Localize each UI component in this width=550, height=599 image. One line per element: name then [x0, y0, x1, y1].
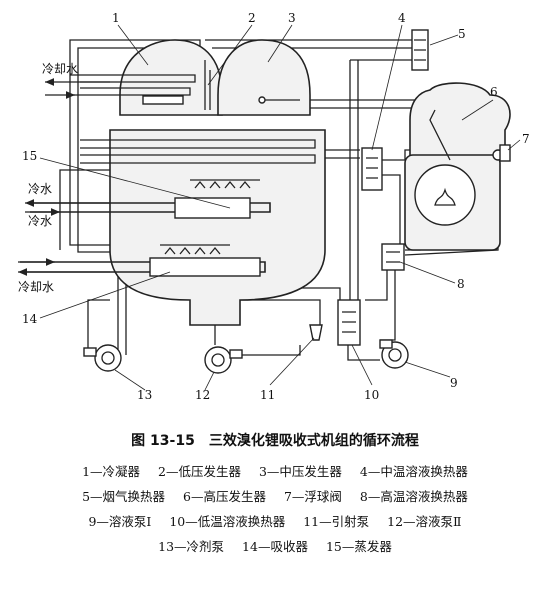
- legend-item: 10—低温溶液换热器: [169, 514, 286, 529]
- legend-item: 1—冷凝器: [82, 464, 141, 479]
- legend-item: 11—引射泵: [303, 514, 370, 529]
- legend-line: 5—烟气换热器 6—高压发生器 7—浮球阀 8—高温溶液换热器: [0, 484, 550, 509]
- label-cooling-water-top: 冷却水: [42, 62, 78, 76]
- legend-item: 13—冷剂泵: [158, 539, 225, 554]
- flue-gas-heat-exchanger: [411, 29, 429, 71]
- solution-pump-2: [204, 346, 243, 374]
- callout-11: 11: [260, 388, 275, 402]
- callout-7: 7: [522, 132, 530, 146]
- callout-3: 3: [288, 11, 296, 25]
- callout-8: 8: [457, 277, 465, 291]
- solution-pump-1: [379, 339, 409, 369]
- legend-item: 3—中压发生器: [258, 464, 342, 479]
- callout-6: 6: [490, 85, 498, 99]
- legend-item: 4—中温溶液换热器: [359, 464, 468, 479]
- main-shell: [20, 129, 326, 326]
- medium-temp-heat-exchanger: [361, 147, 383, 191]
- refrigerant-pump: [83, 344, 122, 372]
- figure-caption: 图 13-15 三效溴化锂吸收式机组的循环流程 1—冷凝器 2—低压发生器 3—…: [0, 430, 550, 559]
- legend-item: 5—烟气换热器: [82, 489, 166, 504]
- absorption-cycle-diagram: 1 2 3 4 5 6 7 8 9 10 11 12 13 14 15 冷却水 …: [18, 11, 530, 402]
- leader-lines: [39, 24, 521, 391]
- callout-5: 5: [458, 27, 466, 41]
- figure-title: 图 13-15 三效溴化锂吸收式机组的循环流程: [131, 433, 419, 449]
- legend-line: 13—冷剂泵 14—吸收器 15—蒸发器: [0, 534, 550, 559]
- callout-4: 4: [398, 11, 406, 25]
- legend-line: 9—溶液泵Ⅰ 10—低温溶液换热器 11—引射泵 12—溶液泵Ⅱ: [0, 509, 550, 534]
- legend-item: 9—溶液泵Ⅰ: [88, 514, 152, 529]
- legend-item: 2—低压发生器: [158, 464, 241, 479]
- ejector-pump: [309, 324, 323, 341]
- legend-item: 15—蒸发器: [325, 539, 392, 554]
- callout-14: 14: [22, 312, 38, 326]
- medium-pressure-generator: [217, 39, 311, 116]
- high-temp-heat-exchanger: [381, 243, 405, 271]
- legend-item: 12—溶液泵Ⅱ: [387, 514, 462, 529]
- label-cooling-water-bottom: 冷却水: [18, 280, 54, 294]
- legend-item: 7—浮球阀: [283, 489, 342, 504]
- callout-2: 2: [248, 11, 256, 25]
- callout-12: 12: [195, 388, 210, 402]
- low-pressure-generator: [204, 60, 211, 110]
- legend-item: 6—高压发生器: [183, 489, 266, 504]
- legend-item: 14—吸收器: [242, 539, 308, 554]
- callout-10: 10: [364, 388, 379, 402]
- label-cold-water-out: 冷水: [28, 214, 52, 228]
- legend-line: 1—冷凝器 2—低压发生器 3—中压发生器 4—中温溶液换热器: [0, 459, 550, 484]
- callout-15: 15: [22, 149, 37, 163]
- low-temp-heat-exchanger: [337, 299, 361, 346]
- callout-1: 1: [112, 11, 120, 25]
- callout-13: 13: [137, 388, 152, 402]
- callout-9: 9: [450, 376, 458, 390]
- label-cold-water-in: 冷水: [28, 182, 52, 196]
- high-pressure-generator: [404, 82, 511, 251]
- legend-item: 8—高温溶液换热器: [359, 489, 468, 504]
- flow-arrows: [18, 78, 110, 276]
- condenser: [70, 39, 223, 116]
- float-valve: [492, 144, 511, 162]
